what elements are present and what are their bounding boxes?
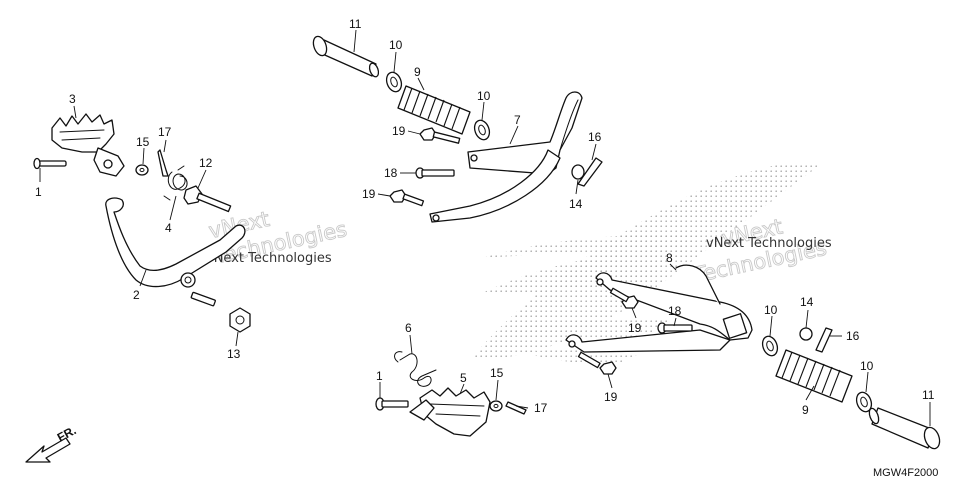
diagram-code: MGW4F2000 [873, 467, 938, 479]
callout-3: 3 [69, 92, 76, 106]
callout-4: 4 [165, 221, 172, 235]
bolt-part-12 [183, 185, 232, 213]
washer-part-15-left [135, 164, 149, 176]
washer-hole-15-left [139, 167, 145, 173]
callout-19-right-b: 19 [604, 390, 618, 404]
callout-16-top: 16 [588, 130, 602, 144]
washer-hole-10-d [860, 396, 868, 408]
callout-19-top-b: 19 [362, 187, 376, 201]
callout-2: 2 [133, 288, 140, 302]
nut-part-13 [229, 307, 251, 333]
brake-pedal-part-2 [105, 197, 246, 288]
callout-19-top-a: 19 [392, 124, 406, 138]
shaft-part-11-top [312, 35, 380, 78]
washer-part-10-c [761, 335, 779, 357]
washer-hole-10-b [478, 124, 486, 136]
callout-14-top: 14 [569, 197, 583, 211]
callout-11-right: 11 [922, 388, 935, 402]
callout-15-bottom: 15 [490, 366, 504, 380]
front-direction-arrow: FR. [25, 423, 79, 463]
callout-9-top: 9 [414, 65, 421, 79]
callout-13: 13 [227, 347, 241, 361]
callout-15-left: 15 [136, 135, 150, 149]
rubber-grip-part-9-right [775, 349, 853, 403]
washer-part-14-top [571, 164, 585, 180]
callout-10-top-a: 10 [389, 38, 403, 52]
callout-labels: 1 3 15 17 12 4 2 13 11 10 9 10 7 19 18 1… [35, 17, 935, 417]
washer-hole-10-a [390, 76, 398, 88]
callout-18-top: 18 [384, 166, 398, 180]
footpeg-part-5 [409, 387, 491, 437]
callout-12: 12 [199, 156, 213, 170]
washer-part-10-b [473, 119, 491, 141]
callout-18-right: 18 [668, 304, 682, 318]
spring-part-6 [394, 351, 437, 387]
callout-10-right-a: 10 [764, 303, 778, 317]
cotter-pin-part-16-right [815, 327, 833, 353]
callout-6: 6 [405, 321, 412, 335]
bolt-part-19-c [609, 287, 639, 309]
shaft-part-11-right [868, 407, 941, 450]
callout-17-left: 17 [158, 125, 172, 139]
callout-9-right: 9 [802, 403, 809, 417]
cotter-pin-part-17-left [157, 149, 169, 177]
callout-8: 8 [666, 251, 673, 265]
bracket-part-8 [565, 264, 753, 353]
washer-part-10-d [855, 391, 873, 413]
callout-1-bottom: 1 [376, 369, 383, 383]
leader-lines [39, 29, 931, 426]
callout-7: 7 [514, 113, 521, 127]
callout-16-right: 16 [846, 329, 860, 343]
callout-17-bottom: 17 [534, 401, 548, 415]
bolt-part-19-b [389, 189, 425, 207]
wing-logo-watermark [470, 162, 820, 366]
callout-10-top-b: 10 [477, 89, 491, 103]
washer-part-14-right [799, 327, 813, 341]
footpeg-part-3 [51, 113, 125, 177]
pin-part-1-bottom [375, 397, 409, 411]
watermark-main-right: vNext Technologies [706, 236, 832, 251]
callout-5: 5 [460, 371, 467, 385]
washer-part-10-a [385, 71, 403, 93]
washer-part-15-bottom [489, 400, 503, 412]
washer-hole-10-c [766, 340, 774, 352]
pedal-bolt [190, 291, 216, 307]
pin-part-18-top [415, 167, 455, 179]
cotter-pin-part-17-bottom [505, 401, 527, 415]
fr-label: FR. [55, 423, 79, 444]
callout-11-top: 11 [349, 17, 362, 31]
callout-19-right-a: 19 [628, 321, 642, 335]
callout-10-right-b: 10 [860, 359, 874, 373]
bracket-part-7 [429, 91, 583, 223]
washer-hole-15-bottom [493, 403, 499, 409]
pin-part-18-right [657, 322, 693, 334]
spring-part-4 [163, 165, 188, 201]
pin-part-1-left [33, 157, 67, 170]
rubber-grip-part-9-top [397, 85, 471, 135]
bolt-part-19-d [577, 351, 617, 375]
watermark-main-left: vNext Technologies [206, 251, 332, 266]
callout-1-left: 1 [35, 185, 42, 199]
callout-14-right: 14 [800, 295, 814, 309]
